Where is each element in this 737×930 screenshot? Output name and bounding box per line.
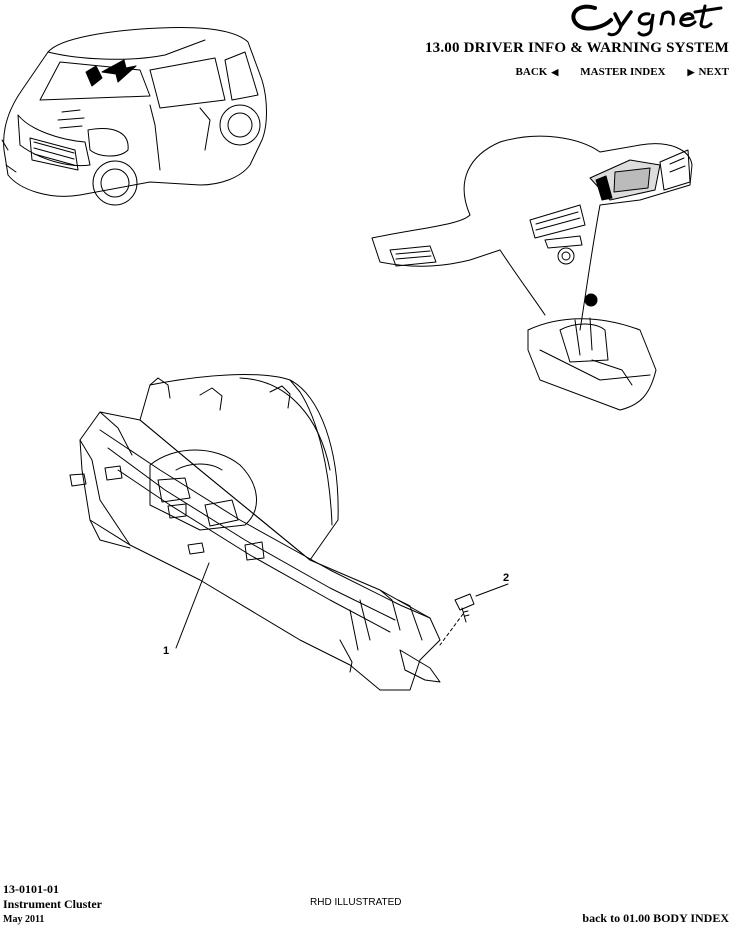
footer-part-code: 13-0101-01 <box>3 882 59 896</box>
master-index-link[interactable]: MASTER INDEX <box>580 66 666 78</box>
back-to-body-index-link[interactable]: back to 01.00 BODY INDEX <box>582 911 729 925</box>
instrument-cluster-drawing <box>69 374 441 691</box>
footer-part-name: Instrument Cluster <box>3 897 102 911</box>
callout-number-1: 1 <box>163 645 170 657</box>
footer-date: May 2011 <box>3 914 45 925</box>
callout-leader-line-1 <box>175 562 210 649</box>
illustration-note: RHD ILLUSTRATED <box>310 897 402 908</box>
section-title: 13.00 DRIVER INFO & WARNING SYSTEM <box>424 40 729 56</box>
screw-fit-line <box>439 613 464 646</box>
dashboard-overview-image <box>371 135 693 411</box>
callout-number-2: 2 <box>503 572 510 584</box>
triangle-left-icon[interactable]: ◀ <box>551 66 559 77</box>
back-link[interactable]: BACK <box>515 66 548 78</box>
page-navigation: BACK ◀ MASTER INDEX ▶ NEXT <box>516 66 729 78</box>
cygnet-logo <box>571 4 723 37</box>
callout-leader-line-2 <box>475 583 509 597</box>
vehicle-locator-image <box>1 27 267 206</box>
next-link[interactable]: NEXT <box>698 66 729 78</box>
screw-part <box>454 593 475 623</box>
triangle-right-icon[interactable]: ▶ <box>687 66 695 77</box>
